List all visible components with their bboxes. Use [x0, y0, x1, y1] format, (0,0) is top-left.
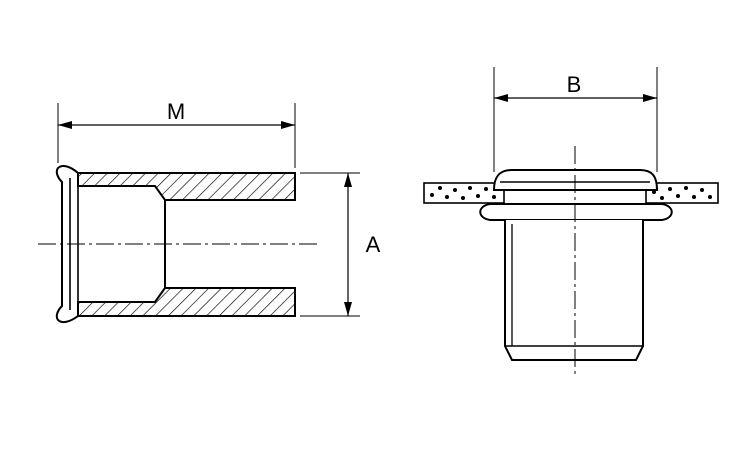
b-label: B: [567, 72, 582, 97]
installed-body: [504, 220, 644, 361]
dimension-m: M: [57, 99, 296, 168]
section-view: [38, 164, 318, 324]
a-label: A: [366, 232, 381, 257]
dimension-a: A: [300, 172, 381, 317]
upper-wall-hatch: [77, 172, 296, 201]
lower-wall-hatch: [77, 287, 296, 317]
installed-view: [423, 146, 719, 378]
sheet-left: [423, 182, 505, 204]
sheet-dots: [430, 186, 712, 200]
m-label: M: [167, 99, 185, 124]
dimension-b: B: [493, 67, 658, 172]
bulged-collar: [479, 203, 673, 221]
